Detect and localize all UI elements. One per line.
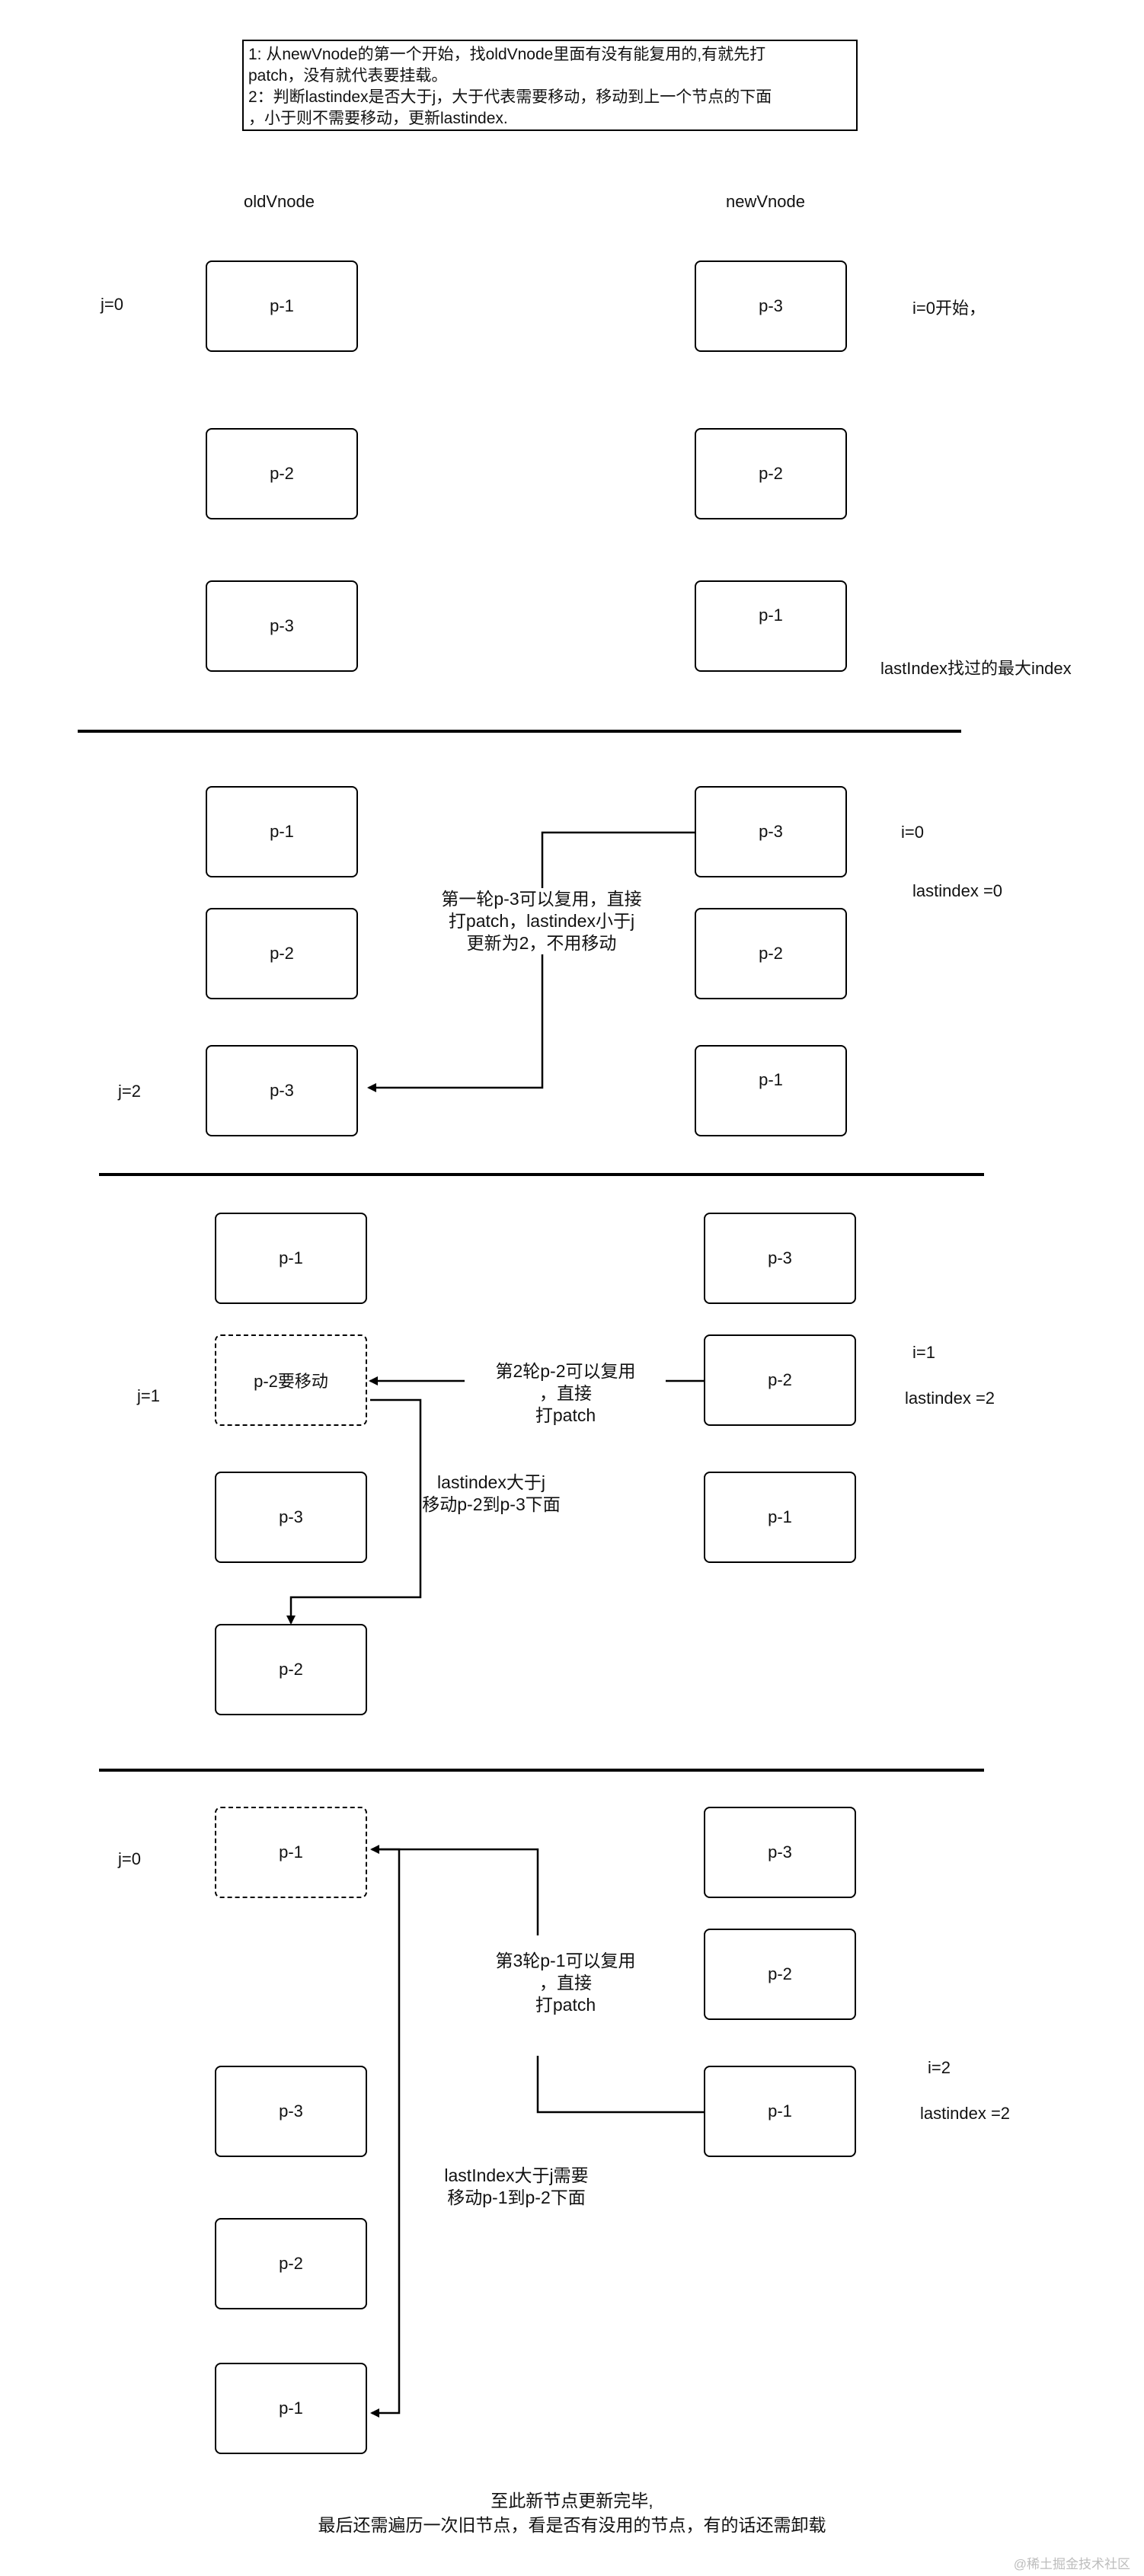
s4-i-label: i=2 [928,2058,951,2077]
node-label: p-3 [279,1507,303,1526]
section-divider-2 [99,1173,984,1176]
node-label: p-1 [768,2101,792,2121]
final-line-2: 最后还需遍历一次旧节点，看是否有没用的节点，有的话还需卸载 [318,2515,826,2535]
node-label: p-1 [759,606,783,625]
s4-annotation: 第3轮p-1可以复用 ，直接 打patch [468,1950,663,2016]
s3-j-label: j=1 [137,1386,160,1405]
node-label: p-2要移动 [254,1372,328,1391]
node-label: p-1 [279,1248,303,1267]
section2-reuse-arrow [367,831,698,1092]
s4-j-label: j=0 [118,1849,141,1868]
s2-i-label: i=0 [901,823,924,842]
s4-old-node-3: p-3 [215,2066,367,2157]
note-line-1: 1: 从newVnode的第一个开始，找oldVnode里面有没有能复用的,有就… [248,46,766,63]
s4-move-annotation: lastIndex大于j需要 移动p-1到p-2下面 [444,2165,589,2207]
node-label: p-1 [270,822,294,841]
node-label: p-1 [279,1843,303,1862]
s3-old-node-3: p-3 [215,1472,367,1563]
node-label: p-2 [279,1660,303,1679]
s4-old-node-moved: p-1 [215,2363,367,2454]
s1-j-label: j=0 [101,295,123,314]
node-label: p-1 [270,296,294,315]
s2-new-node-3: p-1 [695,1045,847,1136]
s1-old-node-2: p-2 [206,428,358,519]
s2-new-node-2: p-2 [695,908,847,999]
s1-old-node-1: p-1 [206,260,358,352]
s4-old-node-1-moving: p-1 [215,1807,367,1898]
node-label: p-2 [759,464,783,483]
node-label: p-2 [768,1964,792,1983]
s2-old-node-3: p-3 [206,1045,358,1136]
node-label: p-3 [759,296,783,315]
algorithm-note: 1: 从newVnode的第一个开始，找oldVnode里面有没有能复用的,有就… [242,40,858,131]
section3-move-arrow [286,1398,422,1625]
s1-old-node-3: p-3 [206,580,358,672]
s1-i-label: i=0开始， [912,299,986,318]
section-divider-3 [99,1769,984,1772]
s3-move-annotation: lastindex大于j 移动p-2到p-3下面 [422,1472,561,1514]
watermark: @稀土掘金技术社区 [1013,2557,1130,2571]
s4-old-node-2: p-2 [215,2218,367,2309]
s3-old-node-1: p-1 [215,1213,367,1304]
old-vnode-header: oldVnode [244,192,315,211]
s3-old-node-2-moving: p-2要移动 [215,1334,367,1426]
section4-move-arrow [370,1848,401,2418]
node-label: p-3 [768,1843,792,1862]
node-label: p-3 [270,616,294,635]
section4-reuse-arrow [370,1845,707,2114]
s2-new-node-1: p-3 [695,786,847,877]
node-label: p-2 [270,464,294,483]
node-label: p-3 [768,1248,792,1267]
final-line-1: 至此新节点更新完毕, [491,2491,653,2510]
note-line-2: patch，没有就代表要挂载。 [248,67,448,85]
s3-new-node-1: p-3 [704,1213,856,1304]
s4-lastindex-label: lastindex =2 [920,2104,1011,2123]
node-label: p-3 [270,1081,294,1100]
s2-lastindex-label: lastindex =0 [912,881,1003,900]
s3-annotation: 第2轮p-2可以复用 ，直接 打patch [468,1360,663,1427]
s1-new-node-3: p-1 [695,580,847,672]
s4-new-node-2: p-2 [704,1929,856,2020]
s3-new-node-2: p-2 [704,1334,856,1426]
s3-i-label: i=1 [912,1343,935,1362]
s1-new-node-1: p-3 [695,260,847,352]
node-label: p-1 [279,2399,303,2418]
s3-old-node-moved: p-2 [215,1624,367,1715]
node-label: p-1 [759,1070,783,1089]
s3-lastindex-label: lastindex =2 [905,1389,995,1408]
s2-old-node-1: p-1 [206,786,358,877]
note-line-4: ，小于则不需要移动，更新lastindex. [248,110,508,127]
note-line-3: 2：判断lastindex是否大于j，大于代表需要移动，移动到上一个节点的下面 [248,88,772,106]
node-label: p-2 [279,2254,303,2273]
node-label: p-3 [759,822,783,841]
node-label: p-2 [759,944,783,963]
new-vnode-header: newVnode [726,192,805,211]
node-label: p-2 [270,944,294,963]
s1-new-node-2: p-2 [695,428,847,519]
s3-new-node-3: p-1 [704,1472,856,1563]
section-divider-1 [78,730,961,733]
s1-lastindex-note: lastIndex找过的最大index [880,659,1072,678]
node-label: p-2 [768,1370,792,1389]
s2-annotation: 第一轮p-3可以复用，直接 打patch，lastindex小于j 更新为2，不… [410,888,673,954]
s2-old-node-2: p-2 [206,908,358,999]
s4-new-node-3: p-1 [704,2066,856,2157]
node-label: p-3 [279,2101,303,2121]
s2-j-label: j=2 [118,1082,141,1101]
node-label: p-1 [768,1507,792,1526]
s4-new-node-1: p-3 [704,1807,856,1898]
